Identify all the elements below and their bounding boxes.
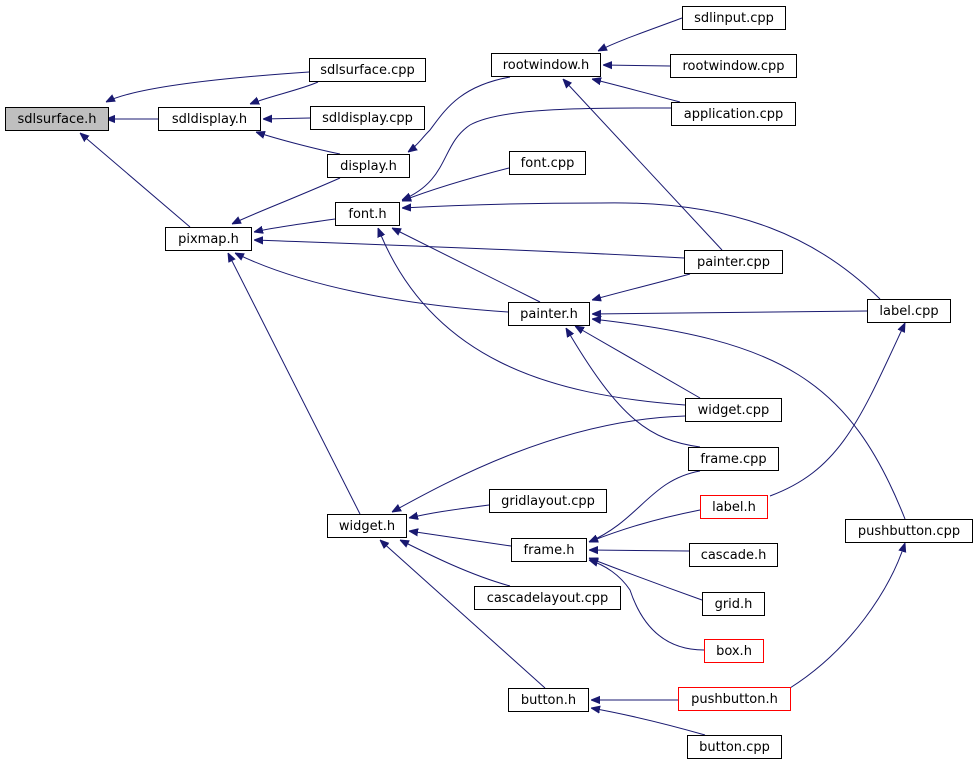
edge-pushbutton-h-to-pushbutton-cpp — [789, 543, 905, 689]
node-button-h[interactable]: button.h — [508, 688, 589, 712]
edge-pixmap-h-to-sdlsurface-h — [80, 133, 191, 228]
edge-label-h-to-frame-h — [589, 509, 701, 542]
node-label: painter.cpp — [696, 254, 771, 270]
edge-painter-cpp-to-rootwindow-h — [563, 79, 723, 251]
node-display-h[interactable]: display.h — [327, 154, 410, 178]
edge-frame-cpp-to-painter-h — [566, 328, 701, 448]
node-font-cpp[interactable]: font.cpp — [509, 151, 586, 175]
node-pushbutton-cpp[interactable]: pushbutton.cpp — [845, 519, 973, 543]
edge-widget-cpp-to-font-h — [378, 228, 686, 406]
node-label: grid.h — [714, 596, 753, 612]
edge-label-h-to-label-cpp — [769, 323, 905, 497]
edge-sdlinput-cpp-to-rootwindow-h — [598, 17, 683, 51]
edge-sdldisplay-cpp-to-sdldisplay-h — [263, 118, 311, 119]
node-label: sdldisplay.h — [171, 111, 248, 127]
node-label: label.h — [712, 499, 756, 515]
node-label: gridlayout.cpp — [501, 493, 595, 509]
node-sdlsurface-h[interactable]: sdlsurface.h — [5, 107, 109, 131]
node-cascadelayout-cpp[interactable]: cascadelayout.cpp — [474, 586, 621, 610]
node-button-cpp[interactable]: button.cpp — [687, 735, 782, 759]
edge-box-h-to-frame-h — [589, 560, 705, 651]
node-pushbutton-h[interactable]: pushbutton.h — [678, 687, 791, 711]
edge-painter-cpp-to-painter-h — [592, 273, 691, 300]
node-label: label.cpp — [879, 303, 939, 319]
node-label-h[interactable]: label.h — [700, 495, 768, 519]
edge-sdlsurface-cpp-to-sdlsurface-h — [106, 71, 310, 102]
node-rootwindow-h[interactable]: rootwindow.h — [491, 53, 601, 77]
node-label: sdlinput.cpp — [694, 10, 774, 26]
node-label: cascadelayout.cpp — [486, 590, 609, 606]
node-label: application.cpp — [683, 106, 784, 122]
edge-widget-cpp-to-widget-h — [392, 415, 686, 512]
node-widget-cpp[interactable]: widget.cpp — [685, 398, 782, 422]
node-label: sdlsurface.cpp — [320, 62, 415, 78]
node-label: painter.h — [520, 306, 578, 322]
edge-rootwindow-h-to-display-h — [408, 76, 511, 152]
edge-frame-h-to-widget-h — [409, 531, 512, 547]
node-label: cascade.h — [700, 547, 767, 563]
node-pixmap-h[interactable]: pixmap.h — [165, 227, 252, 251]
edge-grid-h-to-frame-h — [589, 558, 703, 601]
node-widget-h[interactable]: widget.h — [327, 514, 407, 538]
edge-application-cpp-to-font-h — [402, 107, 672, 200]
node-box-h[interactable]: box.h — [704, 639, 764, 663]
node-label: button.cpp — [699, 739, 770, 755]
edge-font-cpp-to-font-h — [402, 167, 510, 201]
node-painter-cpp[interactable]: painter.cpp — [684, 250, 783, 274]
edge-painter-h-to-font-h — [392, 228, 541, 303]
node-label: sdldisplay.cpp — [322, 110, 413, 126]
node-label: widget.h — [338, 518, 396, 534]
node-rootwindow-cpp[interactable]: rootwindow.cpp — [670, 54, 797, 78]
node-label: box.h — [716, 643, 752, 659]
node-sdldisplay-cpp[interactable]: sdldisplay.cpp — [310, 106, 425, 130]
edge-display-h-to-sdldisplay-h — [256, 132, 341, 155]
node-grid-h[interactable]: grid.h — [702, 592, 765, 616]
edge-widget-h-to-pixmap-h — [228, 253, 361, 515]
node-label: font.cpp — [520, 155, 575, 171]
edge-font-h-to-pixmap-h — [254, 218, 336, 232]
node-frame-h[interactable]: frame.h — [511, 538, 587, 562]
node-label: rootwindow.cpp — [682, 58, 785, 74]
node-label: font.h — [348, 206, 387, 222]
node-painter-h[interactable]: painter.h — [508, 302, 590, 326]
edge-cascadelayout-cpp-to-widget-h — [400, 540, 511, 587]
node-sdldisplay-h[interactable]: sdldisplay.h — [158, 107, 261, 131]
edge-painter-h-to-pixmap-h — [235, 253, 509, 313]
node-gridlayout-cpp[interactable]: gridlayout.cpp — [489, 489, 607, 513]
node-label: display.h — [340, 158, 397, 174]
node-label: button.h — [520, 692, 577, 708]
node-label: pushbutton.h — [691, 691, 778, 707]
edge-gridlayout-cpp-to-widget-h — [409, 504, 490, 518]
edge-cascade-h-to-frame-h — [589, 550, 690, 551]
node-label: frame.cpp — [700, 451, 767, 467]
node-sdlsurface-cpp[interactable]: sdlsurface.cpp — [309, 58, 426, 82]
edge-pushbutton-cpp-to-painter-h — [592, 319, 906, 520]
edge-application-cpp-to-rootwindow-h — [592, 79, 681, 103]
edge-display-h-to-pixmap-h — [232, 177, 341, 224]
node-label: frame.h — [523, 542, 575, 558]
node-font-h[interactable]: font.h — [335, 202, 400, 226]
node-cascade-h[interactable]: cascade.h — [689, 543, 778, 567]
edge-sdlsurface-cpp-to-sdldisplay-h — [250, 81, 319, 105]
node-label: sdlsurface.h — [17, 111, 97, 127]
node-label: pushbutton.cpp — [857, 523, 961, 539]
edge-painter-cpp-to-pixmap-h — [254, 240, 685, 259]
edge-rootwindow-cpp-to-rootwindow-h — [603, 65, 671, 66]
node-sdlinput-cpp[interactable]: sdlinput.cpp — [682, 6, 786, 30]
edge-label-cpp-to-painter-h — [592, 311, 868, 314]
edge-button-h-to-widget-h — [380, 540, 546, 689]
node-application-cpp[interactable]: application.cpp — [671, 102, 796, 126]
node-label: rootwindow.h — [502, 57, 590, 73]
node-frame-cpp[interactable]: frame.cpp — [688, 447, 779, 471]
edge-label-cpp-to-font-h — [402, 202, 881, 300]
node-label-cpp[interactable]: label.cpp — [867, 299, 951, 323]
edge-button-cpp-to-button-h — [591, 708, 706, 736]
edge-frame-cpp-to-frame-h — [589, 470, 701, 542]
node-label: pixmap.h — [178, 231, 239, 247]
node-label: widget.cpp — [697, 402, 770, 418]
edge-widget-cpp-to-painter-h — [575, 326, 701, 399]
